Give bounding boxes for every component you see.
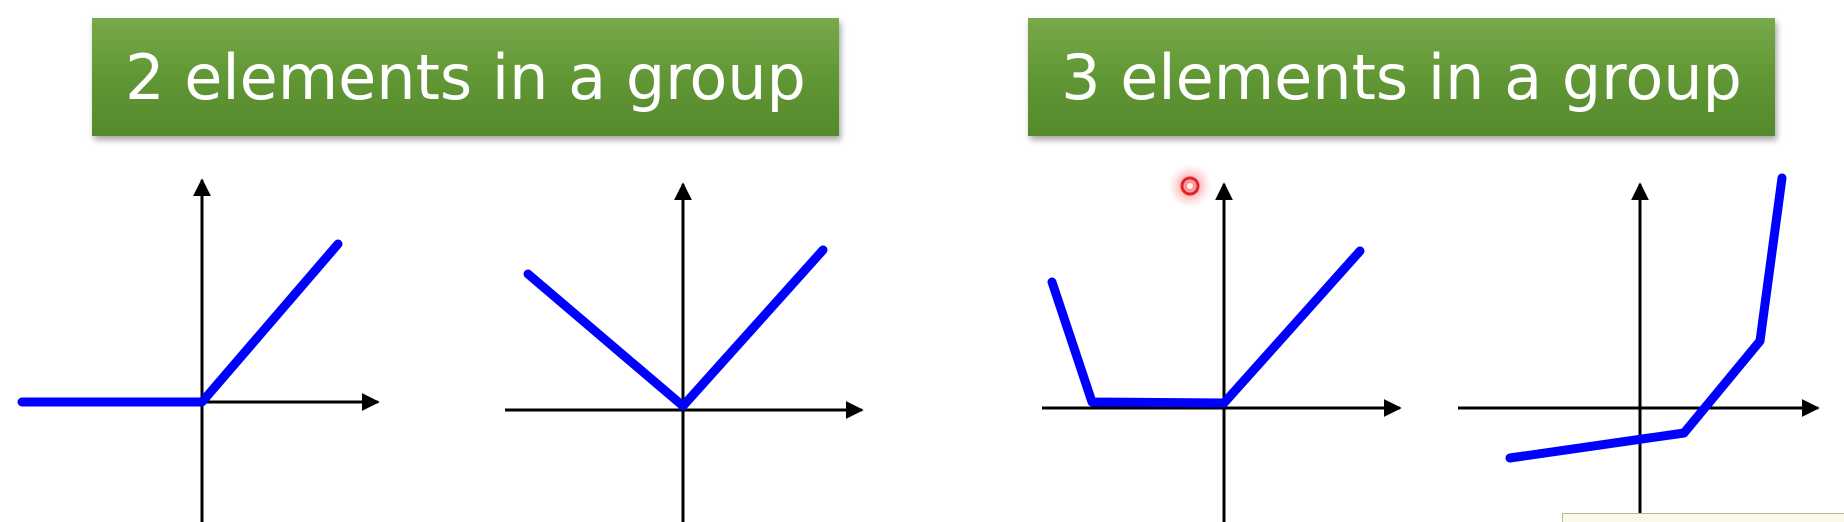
plot-1-curve	[17, 239, 343, 407]
plot-1	[17, 178, 380, 522]
laser-pointer-icon	[1168, 164, 1212, 208]
plot-3-curve	[1047, 246, 1365, 408]
plot-4	[1458, 173, 1820, 522]
title-two-elements: 2 elements in a group	[92, 18, 839, 136]
plot-3	[1042, 182, 1402, 522]
plot-4-curve	[1505, 173, 1787, 463]
plot-2	[505, 182, 864, 522]
tooltip-popup-edge	[1562, 513, 1844, 522]
title-three-elements: 3 elements in a group	[1028, 18, 1775, 136]
plot-2-curve	[523, 245, 828, 411]
